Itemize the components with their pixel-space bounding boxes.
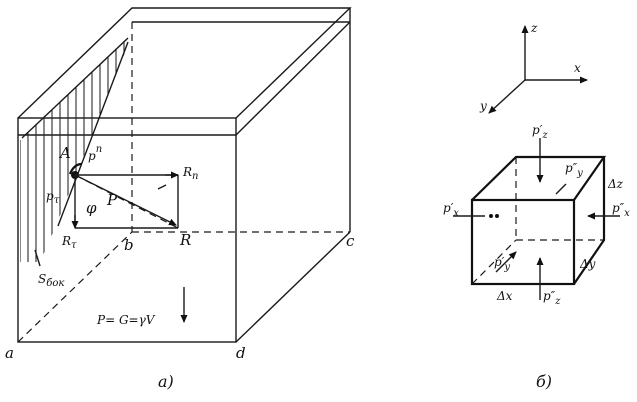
label-pn: pn — [88, 144, 102, 163]
label-point-a: A — [58, 144, 71, 162]
pressure-arrows — [453, 138, 620, 300]
label-py-back: p″y — [565, 161, 583, 179]
axis-y-line — [488, 79, 526, 114]
label-rn: Rn — [182, 165, 199, 182]
elementary-cube — [470, 155, 607, 286]
py-front-arrow — [495, 251, 517, 273]
label-corner-c: c — [346, 232, 355, 250]
s-bok-leader — [34, 249, 41, 267]
label-p: P — [106, 191, 118, 209]
cube-front-face — [470, 198, 576, 286]
label-dx: Δx — [496, 289, 513, 303]
axes — [488, 25, 588, 114]
caption-left: а) — [158, 372, 174, 391]
label-s-bok: Sбок — [38, 272, 64, 289]
force-vectors — [68, 162, 188, 323]
hatch-boundary-lower — [57, 41, 129, 227]
cube-top-face — [471, 155, 607, 201]
hidden-left-bottom-edge — [17, 231, 133, 343]
py-back-arrow — [555, 183, 567, 195]
label-rtau: Rτ — [61, 234, 77, 251]
label-py-front: p′y — [494, 255, 510, 273]
label-dy: Δy — [579, 257, 596, 271]
label-weight-formula: P= G=γV — [96, 313, 156, 327]
hatch-boundary-upper — [21, 37, 129, 139]
label-phi: φ — [86, 199, 97, 217]
surface-element-arc — [68, 162, 83, 175]
caption-right: б) — [536, 372, 552, 391]
r-dashed-line — [74, 174, 179, 229]
right-surface-line — [235, 21, 351, 136]
axis-y-label: y — [479, 99, 487, 113]
cube-hidden-left — [471, 239, 517, 285]
label-pz-top: p′z — [532, 123, 548, 141]
p-tick — [157, 184, 167, 190]
label-px-left: p′x — [443, 201, 459, 219]
tank-figure — [17, 7, 352, 343]
label-ptau: pτ — [46, 189, 60, 206]
label-px-right: p″x — [612, 201, 630, 219]
tank-top-face — [17, 7, 352, 119]
label-corner-b: b — [124, 236, 134, 254]
label-corner-d: d — [236, 344, 246, 362]
label-corner-a: a — [5, 344, 14, 362]
label-r: R — [179, 231, 191, 249]
tank-front-face — [17, 117, 237, 343]
label-dz: Δz — [607, 177, 624, 191]
axis-z-label: z — [530, 21, 538, 35]
label-pz-bottom: p″z — [543, 289, 561, 307]
axis-x-label: x — [574, 61, 581, 75]
tank-right-bottom-edge — [235, 231, 351, 343]
